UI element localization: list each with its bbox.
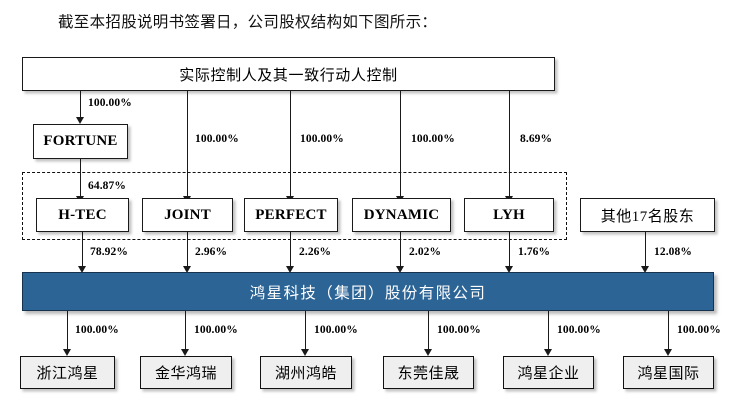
shareholder-box-lyh: LYH [464,198,554,232]
subsidiary-box-4: 鸿星企业 [503,356,594,389]
pct-joint-to-issuer: 2.96% [195,246,228,258]
pct-controller-to-perfect: 100.00% [300,133,344,145]
connector-issuer-to-sub-5 [668,311,669,349]
shareholder-box-htec: H-TEC [36,198,129,232]
arrow-issuer-to-sub-4 [543,349,552,356]
connector-issuer-to-sub-4 [548,311,549,349]
arrow-perfect-to-issuer [285,266,294,273]
connector-fortune-to-htec [80,159,81,196]
pct-lyh-to-issuer: 1.76% [518,246,551,258]
shareholder-box-joint: JOINT [142,198,233,232]
pct-perfect-to-issuer: 2.26% [299,246,332,258]
pct-issuer-to-sub-5: 100.00% [677,324,721,336]
pct-issuer-to-sub-0: 100.00% [75,324,119,336]
pct-issuer-to-sub-4: 100.00% [557,324,601,336]
shareholder-box-other: 其他17名股东 [580,198,715,232]
pct-dynamic-to-issuer: 2.02% [409,246,442,258]
pct-controller-to-fortune: 100.00% [88,97,132,109]
connector-issuer-to-sub-3 [428,311,429,349]
subsidiary-box-3: 东莞佳晟 [383,356,474,389]
connector-controller-to-perfect [290,91,291,196]
fortune-label: FORTUNE [43,133,118,149]
shareholder-label-perfect: PERFECT [255,206,327,223]
arrow-issuer-to-sub-3 [423,349,432,356]
subsidiary-label-2: 湖州鸿皓 [274,366,337,382]
shareholder-label-other: 其他17名股东 [600,208,695,225]
connector-other-to-issuer [645,232,646,266]
shareholder-label-joint: JOINT [164,206,211,223]
connector-issuer-to-sub-0 [67,311,68,349]
page-title: 截至本招股说明书签署日，公司股权结构如下图所示： [58,14,438,31]
arrow-issuer-to-sub-1 [180,349,189,356]
subsidiary-label-3: 东莞佳晟 [397,366,460,382]
subsidiary-label-1: 金华鸿瑞 [154,366,217,382]
pct-fortune-to-htec: 64.87% [88,180,126,192]
arrow-issuer-to-sub-2 [300,349,309,356]
connector-joint-to-issuer [187,232,188,266]
subsidiary-box-1: 金华鸿瑞 [140,356,232,389]
controller-box: 实际控制人及其一致行动人控制 [22,57,555,91]
connector-issuer-to-sub-1 [185,311,186,349]
issuer-box: 鸿星科技（集团）股份有限公司 [22,272,714,311]
connector-controller-to-joint [187,91,188,196]
controller-label: 实际控制人及其一致行动人控制 [179,67,398,84]
pct-other-to-issuer: 12.08% [654,246,692,258]
arrow-htec-to-issuer [77,266,86,273]
connector-controller-to-lyh [509,91,510,196]
pct-controller-to-joint: 100.00% [195,133,239,145]
subsidiary-label-0: 浙江鸿星 [36,366,99,382]
shareholder-box-perfect: PERFECT [244,198,338,232]
subsidiary-box-2: 湖州鸿皓 [260,356,352,389]
arrow-issuer-to-sub-0 [62,349,71,356]
pct-issuer-to-sub-3: 100.00% [437,324,481,336]
pct-issuer-to-sub-1: 100.00% [194,324,238,336]
arrow-joint-to-issuer [182,266,191,273]
subsidiary-box-5: 鸿星国际 [623,356,714,389]
arrow-lyh-to-issuer [504,266,513,273]
shareholder-box-dynamic: DYNAMIC [352,198,451,232]
connector-perfect-to-issuer [290,232,291,266]
pct-controller-to-lyh: 8.69% [520,133,553,145]
connector-controller-to-fortune [80,91,81,117]
connector-dynamic-to-issuer [400,232,401,266]
shareholder-label-dynamic: DYNAMIC [363,206,440,223]
arrow-issuer-to-sub-5 [663,349,672,356]
subsidiary-label-5: 鸿星国际 [637,366,700,382]
pct-htec-to-issuer: 78.92% [90,246,128,258]
connector-htec-to-issuer [82,232,83,266]
arrow-controller-to-fortune [75,117,84,124]
issuer-label: 鸿星科技（集团）股份有限公司 [249,284,487,302]
connector-issuer-to-sub-2 [305,311,306,349]
pct-controller-to-dynamic: 100.00% [411,133,455,145]
shareholder-label-lyh: LYH [493,206,525,223]
fortune-box: FORTUNE [33,124,128,159]
subsidiary-box-0: 浙江鸿星 [20,356,115,389]
subsidiary-label-4: 鸿星企业 [517,366,580,382]
pct-issuer-to-sub-2: 100.00% [314,324,358,336]
arrow-other-to-issuer [640,266,649,273]
arrow-dynamic-to-issuer [395,266,404,273]
connector-controller-to-dynamic [400,91,401,196]
control-group-outline [22,172,567,240]
shareholder-label-htec: H-TEC [58,206,107,223]
connector-lyh-to-issuer [509,232,510,266]
